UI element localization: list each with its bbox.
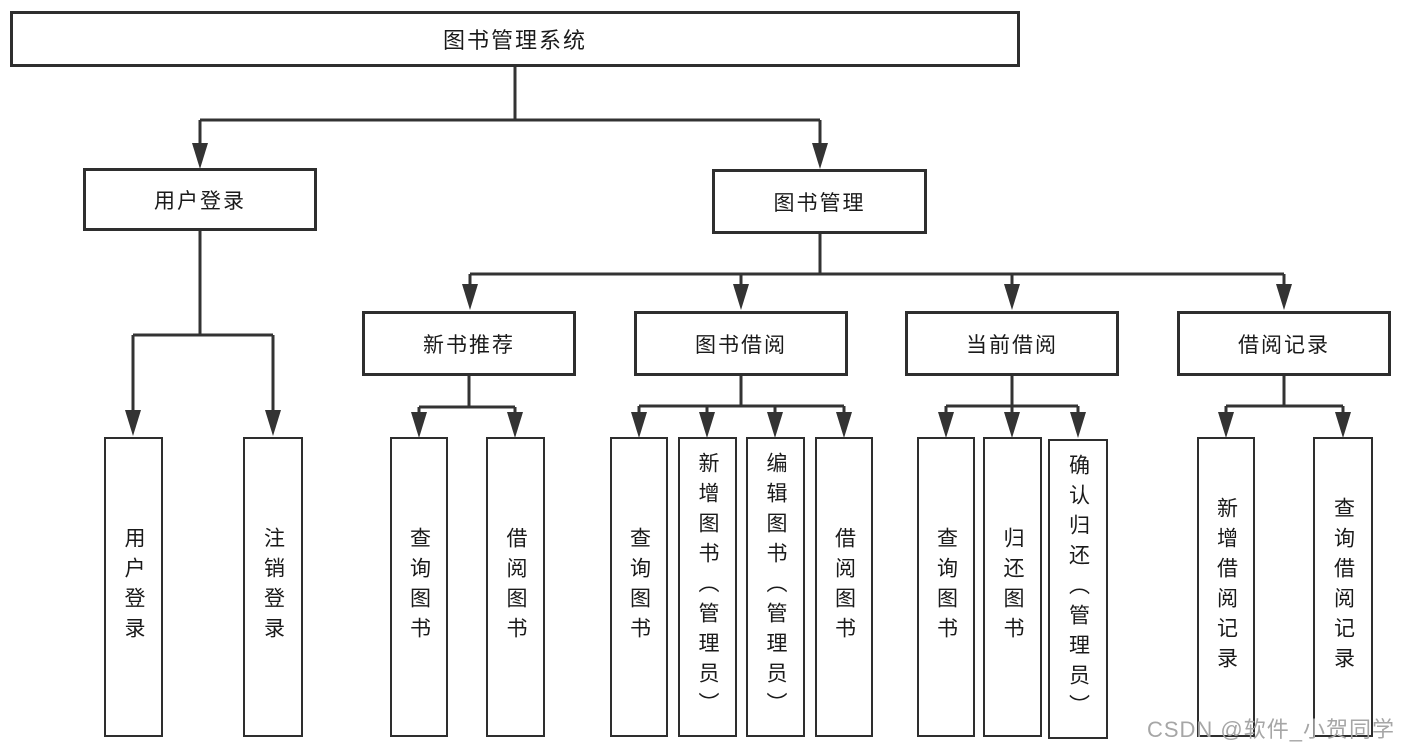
node-label: 图书管理: [773, 191, 866, 215]
leaf-return-books: 归还图书: [983, 437, 1042, 737]
leaf-borrow-books-rec: 借阅图书: [486, 437, 545, 737]
csdn-watermark: CSDN @软件_小贺同学: [1146, 717, 1395, 742]
leaf-label: 注销登录: [261, 527, 285, 647]
leaf-label: 新增图书（管理员）: [696, 452, 719, 722]
node-label: 当前借阅: [966, 333, 1058, 357]
leaf-label: 查询图书: [407, 527, 431, 647]
node-label: 图书借阅: [695, 333, 787, 357]
leaf-label: 借阅图书: [504, 527, 527, 647]
leaf-label: 查询图书: [934, 527, 958, 647]
leaf-query-books-rec: 查询图书: [390, 437, 448, 737]
leaf-query-books-borrow: 查询图书: [610, 437, 668, 737]
leaf-label: 查询图书: [627, 527, 651, 647]
node-label: 新书推荐: [423, 333, 515, 357]
node-label: 图书管理系统: [442, 28, 587, 53]
leaf-add-borrow-record: 新增借阅记录: [1197, 437, 1255, 737]
leaf-user-login: 用户登录: [104, 437, 163, 737]
leaf-label: 归还图书: [1001, 527, 1024, 647]
leaf-query-books-current: 查询图书: [917, 437, 975, 737]
leaf-label: 查询借阅记录: [1331, 497, 1355, 677]
node-label: 借阅记录: [1238, 333, 1330, 357]
leaf-query-borrow-record: 查询借阅记录: [1313, 437, 1373, 737]
node-user-login: 用户登录: [83, 168, 317, 231]
leaf-add-books-admin: 新增图书（管理员）: [678, 437, 737, 737]
node-book-borrowing: 图书借阅: [634, 311, 848, 376]
node-book-management: 图书管理: [712, 169, 927, 234]
leaf-edit-books-admin: 编辑图书（管理员）: [746, 437, 805, 737]
leaf-borrow-books: 借阅图书: [815, 437, 873, 737]
node-new-book-recommendation: 新书推荐: [362, 311, 576, 376]
node-library-management-system: 图书管理系统: [10, 11, 1020, 67]
node-current-borrowing: 当前借阅: [905, 311, 1119, 376]
leaf-confirm-return-admin: 确认归还（管理员）: [1048, 439, 1108, 739]
leaf-label: 编辑图书（管理员）: [764, 452, 787, 722]
leaf-label: 借阅图书: [832, 527, 856, 647]
leaf-label: 确认归还（管理员）: [1066, 454, 1090, 724]
node-borrowing-records: 借阅记录: [1177, 311, 1391, 376]
leaf-logout: 注销登录: [243, 437, 303, 737]
node-label: 用户登录: [154, 189, 246, 213]
leaf-label: 用户登录: [122, 527, 145, 647]
leaf-label: 新增借阅记录: [1214, 497, 1238, 677]
